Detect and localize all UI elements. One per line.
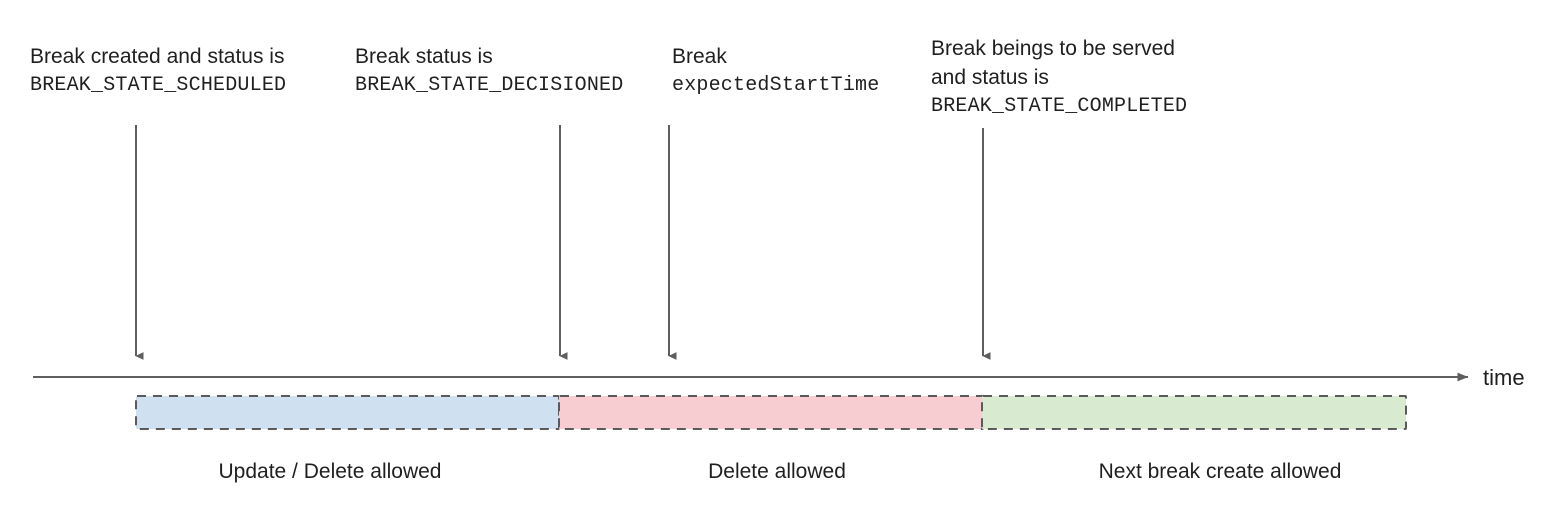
annotation-completed: Break beings to be served and status is … — [931, 34, 1187, 121]
segment-caption-next-break-create: Next break create allowed — [1098, 460, 1342, 483]
annotation-completed-line-2: and status is — [931, 66, 1049, 89]
segment-caption-update-delete: Update / Delete allowed — [218, 460, 442, 483]
annotation-completed-line-1: Break beings to be served — [931, 37, 1175, 60]
segment-next-break-create — [981, 395, 1407, 430]
time-axis-label: time — [1483, 365, 1525, 390]
annotation-expected-start-time: Break expectedStartTime — [672, 42, 879, 100]
annotation-scheduled-state: BREAK_STATE_SCHEDULED — [30, 74, 287, 97]
segment-caption-delete-only: Delete allowed — [708, 460, 846, 483]
annotation-scheduled: Break created and status is BREAK_STATE_… — [30, 42, 286, 100]
annotation-decisioned-line-1: Break status is — [355, 45, 493, 68]
annotation-decisioned: Break status is BREAK_STATE_DECISIONED — [355, 42, 623, 100]
segment-update-delete — [135, 395, 560, 430]
annotation-scheduled-line-1: Break created and status is — [30, 45, 285, 68]
annotation-decisioned-state: BREAK_STATE_DECISIONED — [355, 74, 624, 97]
annotation-completed-state: BREAK_STATE_COMPLETED — [931, 95, 1188, 118]
annotation-expected-start-time-line-1: Break — [672, 45, 727, 68]
annotation-expected-start-time-field: expectedStartTime — [672, 74, 880, 97]
segment-delete-only — [558, 395, 984, 430]
